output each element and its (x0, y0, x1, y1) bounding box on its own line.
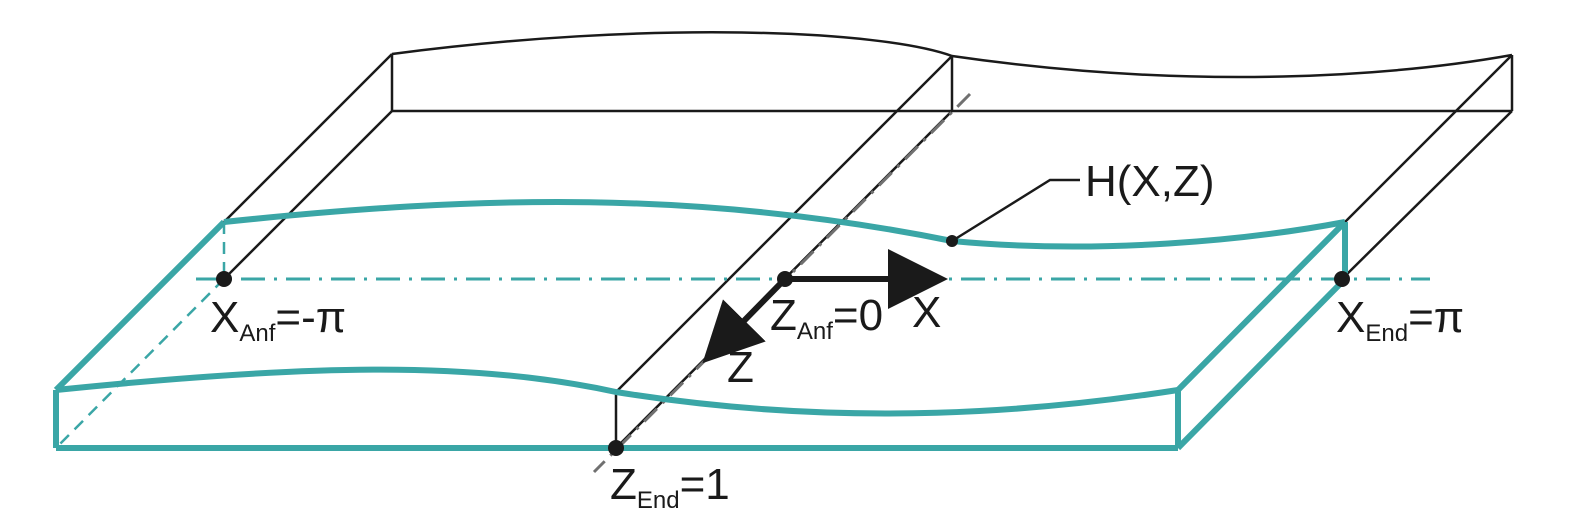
front-slab (53, 199, 1348, 451)
depth-mid-top (615, 55, 953, 393)
z-end-label: ZEnd=1 (610, 460, 730, 514)
point-x-start (216, 271, 232, 287)
slab-right-top-edge (1175, 219, 1348, 393)
slab-left-top-edge (53, 219, 227, 393)
depth-right-bottom (1341, 110, 1513, 280)
x-end-label: XEnd=π (1336, 293, 1464, 347)
surface-leader-line (951, 178, 1080, 243)
point-z-end (608, 440, 624, 456)
depth-left-bottom (223, 110, 393, 280)
depth-right-top (1344, 54, 1513, 223)
point-x-end (1334, 271, 1350, 287)
x-axis-label: X (912, 288, 941, 337)
back-wireframe (223, 31, 1514, 449)
z-axis-label: Z (727, 343, 754, 392)
points (216, 235, 1350, 456)
point-surface (946, 235, 958, 247)
slab-front-wave (55, 366, 1179, 417)
z-start-label: ZAnf=0 (770, 291, 883, 345)
slab-right-bottom-edge (1175, 276, 1348, 451)
x-start-label: XAnf=-π (210, 293, 346, 347)
z-axis-arrow (702, 276, 788, 364)
depth-left-top (223, 53, 393, 223)
point-origin (777, 271, 793, 287)
slab-top-wave (223, 199, 1346, 250)
surface-label: H(X,Z) (1085, 157, 1215, 206)
